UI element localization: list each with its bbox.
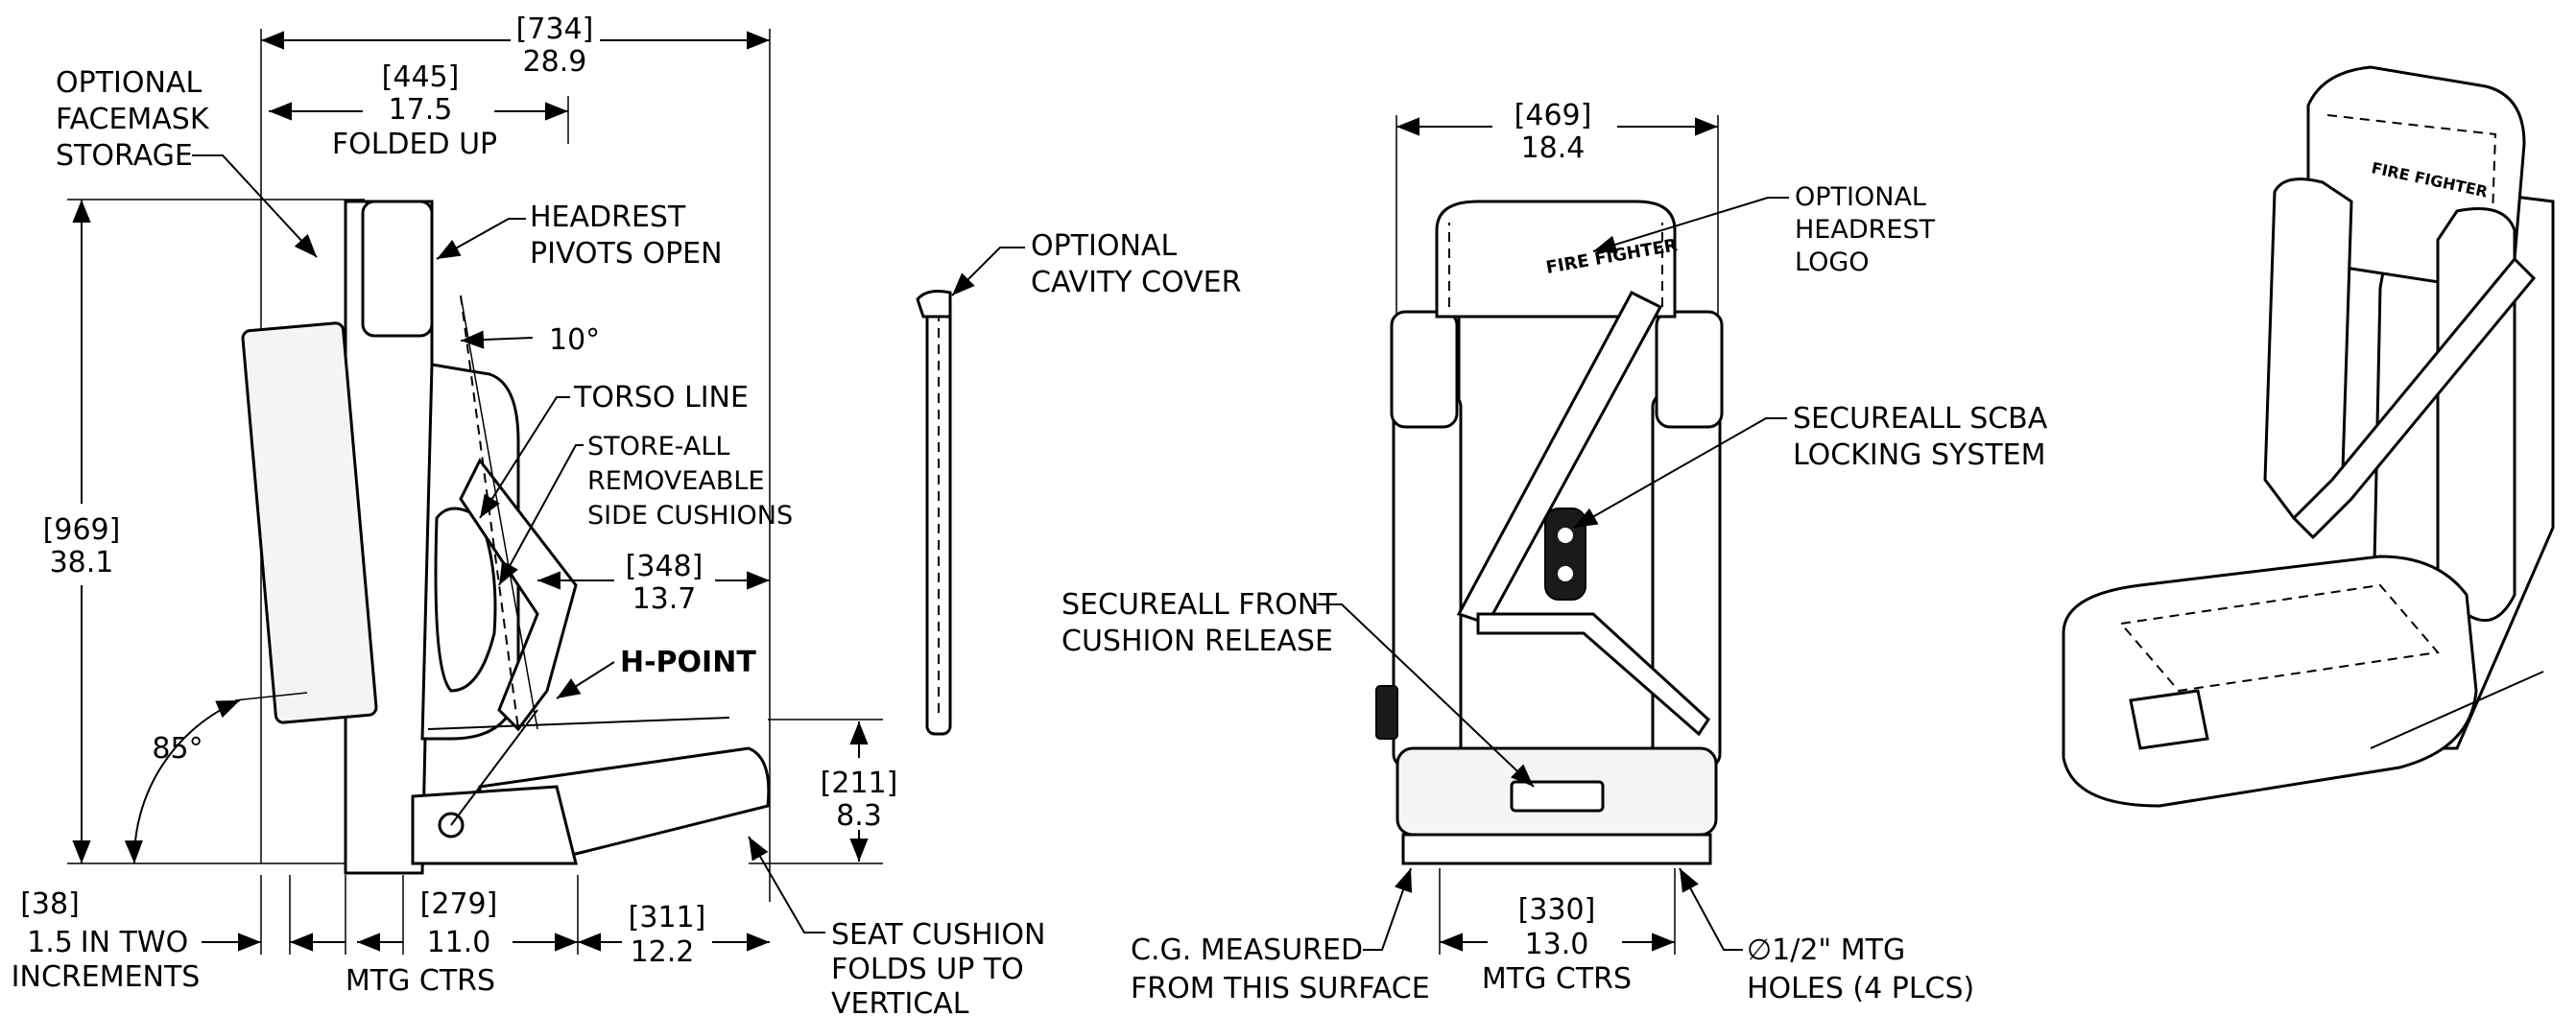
callout-facemask-2: FACEMASK xyxy=(56,103,210,136)
dim-311-mm: [311] xyxy=(629,901,706,934)
side-base xyxy=(411,785,578,865)
callout-seatfolds-2: FOLDS UP TO xyxy=(831,953,1024,986)
angle-10: 10° xyxy=(549,323,600,357)
dim-330-mm: [330] xyxy=(1518,893,1596,927)
dim-330-note: MTG CTRS xyxy=(1482,962,1632,996)
callout-release-1: SECUREALL FRONT xyxy=(1061,588,1337,622)
front-headrest xyxy=(1435,200,1677,319)
dim-348-mm: [348] xyxy=(626,550,704,583)
iso-right-bolster xyxy=(2436,207,2516,623)
dim-279-note: MTG CTRS xyxy=(346,964,495,998)
side-headrest xyxy=(361,200,434,338)
callout-storeall-1: STORE-ALL xyxy=(587,432,729,461)
side-view: [734] 28.9 [445] 17.5 FOLDED UP [969] 38… xyxy=(12,12,1046,1016)
callout-cg-1: C.G. MEASURED xyxy=(1131,933,1363,967)
callout-holes-2: HOLES (4 PLCS) xyxy=(1747,972,1974,1005)
callout-facemask-1: OPTIONAL xyxy=(56,66,202,100)
dim-279-mm: [279] xyxy=(420,887,498,921)
callout-logo-3: LOGO xyxy=(1795,248,1870,277)
iso-belt xyxy=(2291,256,2537,540)
callout-seatfolds-1: SEAT CUSHION xyxy=(831,918,1045,952)
scba-bracket xyxy=(1544,508,1586,601)
dim-211-in: 8.3 xyxy=(836,799,882,833)
callout-facemask-3: STORAGE xyxy=(56,139,193,173)
dim-445-in: 17.5 xyxy=(389,93,453,127)
dim-469-in: 18.4 xyxy=(1521,131,1586,165)
dim-469-mm: [469] xyxy=(1515,99,1592,132)
side-belt xyxy=(459,458,578,732)
front-right-wing xyxy=(1655,310,1724,429)
callout-cg-2: FROM THIS SURFACE xyxy=(1131,972,1430,1005)
dim-279-in: 11.0 xyxy=(427,926,491,959)
dim-969-in: 38.1 xyxy=(50,546,114,579)
dim-311-in: 12.2 xyxy=(631,935,695,969)
callout-hpoint: H-POINT xyxy=(620,646,756,679)
dim-445-mm: [445] xyxy=(382,60,460,94)
side-facemask-storage xyxy=(241,321,378,724)
callout-logo-2: HEADREST xyxy=(1795,215,1936,245)
dim-38-mm: [38] xyxy=(20,887,80,921)
dim-734-in: 28.9 xyxy=(523,45,587,79)
isometric-view: FIRE FIGHTER xyxy=(2062,65,2555,808)
cavity-cover-view: OPTIONAL CAVITY COVER xyxy=(916,229,1241,736)
callout-seatfolds-3: VERTICAL xyxy=(831,987,969,1016)
dim-969-mm: [969] xyxy=(43,513,121,547)
callout-storeall-3: SIDE CUSHIONS xyxy=(587,501,793,531)
dim-38-note: IN TWO xyxy=(81,926,188,959)
dim-38-in: 1.5 xyxy=(27,926,73,959)
callout-release-2: CUSHION RELEASE xyxy=(1061,625,1333,658)
dim-445-note: FOLDED UP xyxy=(332,128,497,161)
callout-headrest-1: HEADREST xyxy=(530,201,686,234)
callout-torso: TORSO LINE xyxy=(573,381,749,414)
dim-734-mm: [734] xyxy=(516,12,594,46)
iso-seat-cushion xyxy=(2062,555,2478,808)
front-view: FIRE FIGHTER [469] 18.4 [330] 13.0 MTG C… xyxy=(1061,99,2048,1005)
angle-85: 85° xyxy=(152,732,203,766)
dim-330-in: 13.0 xyxy=(1525,928,1589,961)
callout-storeall-2: REMOVEABLE xyxy=(587,466,765,496)
callout-headrest-2: PIVOTS OPEN xyxy=(530,237,723,271)
callout-scba-2: LOCKING SYSTEM xyxy=(1793,438,2046,472)
callout-cavity-2: CAVITY COVER xyxy=(1031,266,1241,299)
dim-38-note2: INCREMENTS xyxy=(12,960,201,994)
front-left-wing xyxy=(1390,310,1459,429)
callout-holes-1: ∅1/2" MTG xyxy=(1747,933,1905,967)
callout-cavity-1: OPTIONAL xyxy=(1031,229,1177,263)
dim-348-in: 13.7 xyxy=(632,582,697,616)
front-left-bolster xyxy=(1392,391,1463,769)
callout-logo-1: OPTIONAL xyxy=(1795,182,1926,212)
front-base xyxy=(1401,833,1712,865)
dim-211-mm: [211] xyxy=(821,767,898,800)
front-lap-belt xyxy=(1476,612,1710,737)
callout-scba-1: SECUREALL SCBA xyxy=(1793,402,2048,436)
